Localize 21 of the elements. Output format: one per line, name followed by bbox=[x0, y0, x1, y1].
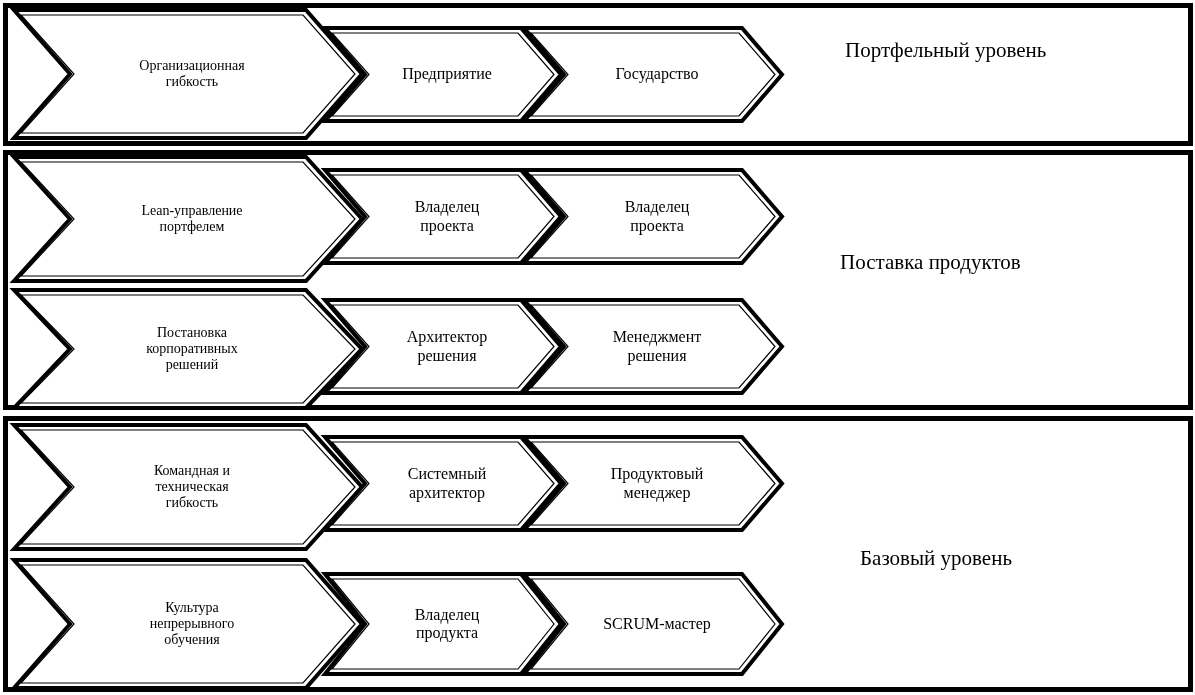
chevron-label: Командная и техническая гибкость bbox=[152, 462, 232, 512]
chevron-label: Владелец проекта bbox=[623, 198, 691, 235]
chevron-label: Предприятие bbox=[402, 65, 492, 84]
chevron-label: Культура непрерывного обучения bbox=[148, 599, 236, 649]
chevron-label: Менеджмент решения bbox=[611, 328, 703, 365]
chevron-label: Системный архитектор bbox=[406, 465, 488, 502]
level-band bbox=[3, 150, 1193, 410]
chevron-label: Государство bbox=[615, 65, 699, 84]
chevron-label: SCRUM-мастер bbox=[603, 614, 711, 634]
level-label: Базовый уровень bbox=[860, 546, 1012, 571]
level-band bbox=[3, 416, 1193, 692]
chevron-label: Продуктовый менеджер bbox=[609, 465, 705, 502]
chevron-label: Организационная гибкость bbox=[138, 57, 246, 91]
level-label: Поставка продуктов bbox=[840, 250, 1021, 275]
chevron-label: Lean-управление портфелем bbox=[140, 202, 244, 236]
chevron-label: Владелец проекта bbox=[413, 198, 481, 235]
chevron-label: Владелец продукта bbox=[413, 605, 481, 643]
chevron-label: Постановка корпоративных решений bbox=[145, 324, 239, 374]
level-label: Портфельный уровень bbox=[845, 38, 1047, 63]
chevron-label: Архитектор решения bbox=[405, 328, 489, 365]
level-band bbox=[3, 3, 1193, 146]
